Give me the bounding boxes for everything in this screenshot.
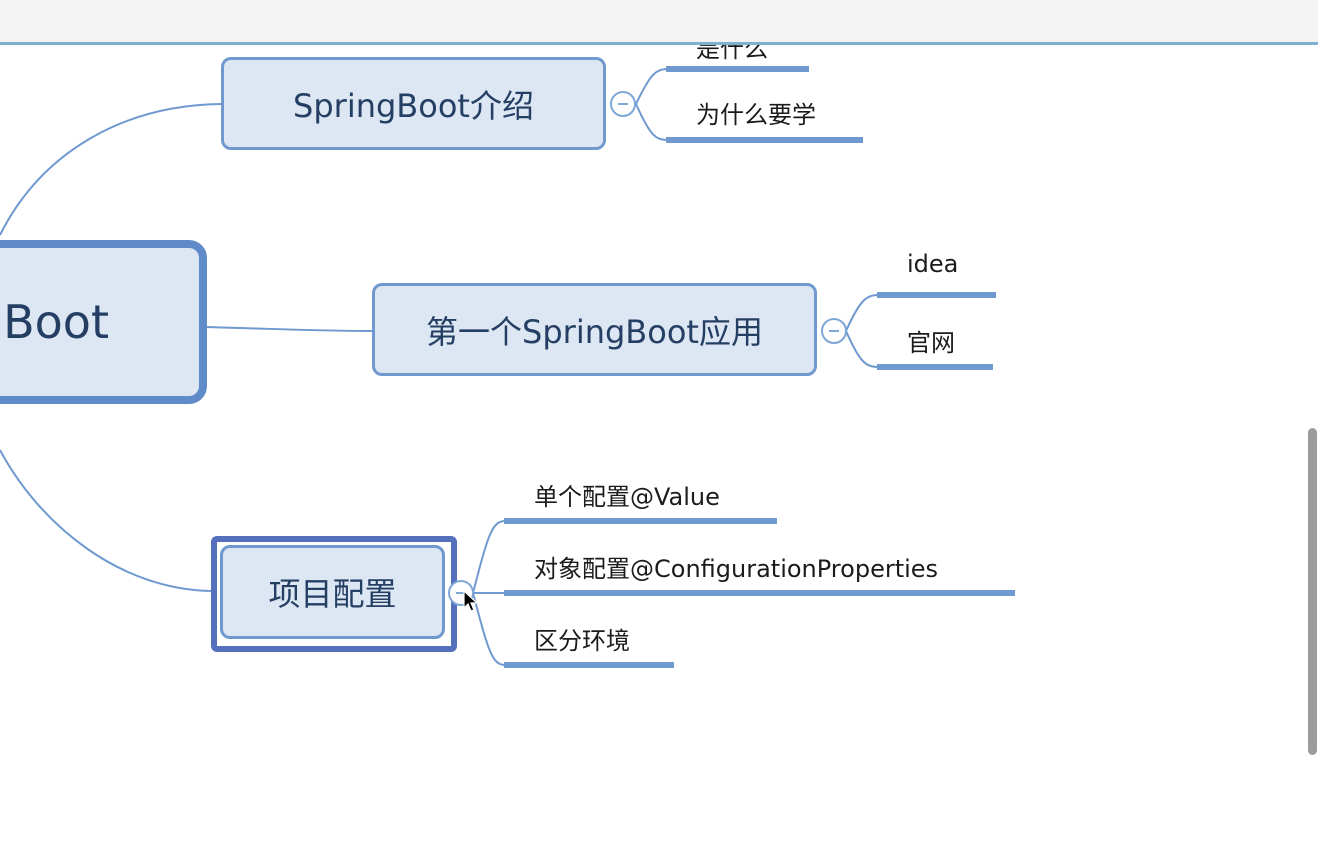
mindmap-root-node[interactable]: Boot [0,240,207,404]
leaf-node-single-config[interactable]: 单个配置@Value [534,483,720,511]
link-root-branch-1 [0,103,223,236]
connector-lines [0,68,880,666]
leaf-node-official-site[interactable]: 官网 [907,329,955,357]
link-branch-1-leaf-1 [635,68,669,105]
leaf-node-what-is[interactable]: 是什么 [696,45,768,63]
leaf-node-why-learn[interactable]: 为什么要学 [696,101,816,129]
minus-circle-icon[interactable] [821,318,847,344]
link-branch-2-leaf-2 [845,330,880,368]
branch-node-project-config[interactable]: 项目配置 [220,545,445,639]
leaf-underline [666,137,863,143]
leaf-node-environments[interactable]: 区分环境 [534,627,630,655]
leaf-underline [877,292,996,298]
branch-node-label: SpringBoot介绍 [293,86,534,125]
link-root-branch-3 [0,449,213,592]
leaf-underline [877,364,993,370]
leaf-underline [504,590,1015,596]
vertical-scrollbar[interactable] [1308,428,1317,755]
branch-node-first-app[interactable]: 第一个SpringBoot应用 [372,283,817,376]
toolbar-divider [0,42,1318,45]
leaf-underline [666,66,809,72]
leaf-node-idea[interactable]: idea [907,250,959,278]
link-branch-3-leaf-1 [472,520,506,594]
branch-node-label: 第一个SpringBoot应用 [426,312,763,351]
top-toolbar [0,0,1318,42]
mindmap-canvas[interactable]: Boot SpringBoot介绍 是什么 为什么要学 第一个SpringBoo… [0,45,1318,864]
link-branch-2-leaf-1 [845,294,880,332]
link-branch-1-leaf-2 [635,103,669,141]
link-branch-3-leaf-3 [472,592,506,666]
leaf-underline [504,518,777,524]
link-root-branch-2 [204,326,374,332]
branch-node-label: 项目配置 [268,575,397,613]
root-node-label: Boot [3,295,109,349]
mouse-pointer-icon [463,590,479,612]
minus-circle-icon[interactable] [610,91,636,117]
leaf-node-object-config[interactable]: 对象配置@ConfigurationProperties [534,555,939,583]
branch-node-springboot-intro[interactable]: SpringBoot介绍 [221,57,606,150]
leaf-underline [504,662,674,668]
